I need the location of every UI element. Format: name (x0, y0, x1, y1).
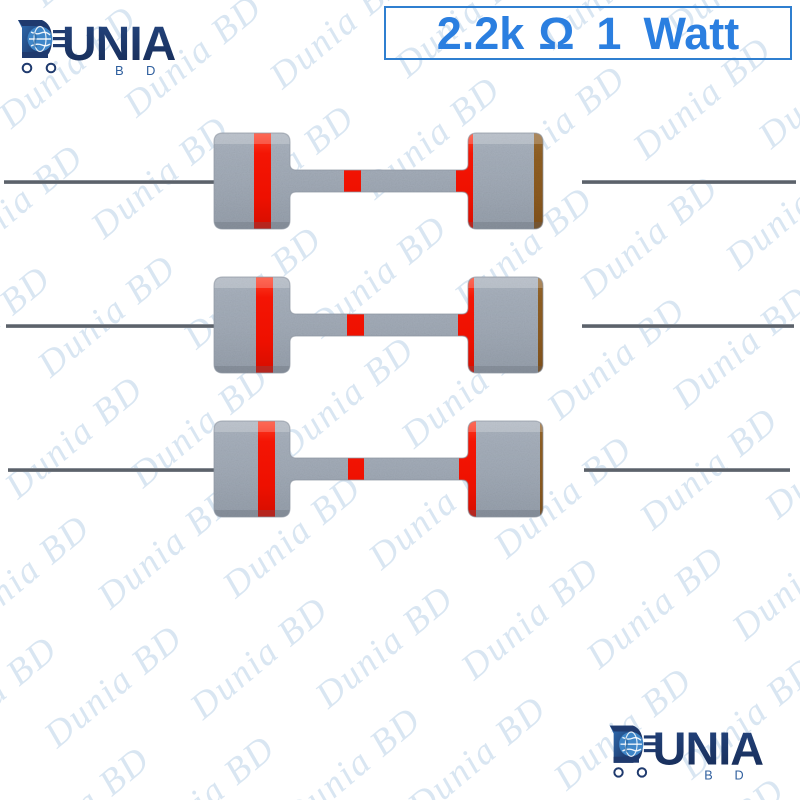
brand-logo-bottom: UNIA B D (609, 723, 764, 782)
logo-wordmark: UNIA (62, 18, 176, 71)
logo-subtext-b: B (115, 63, 124, 78)
spec-badge-text: 2.2k Ω 1 Watt (437, 11, 740, 56)
resistor-lead-right (582, 324, 794, 328)
resistor-lead-right (584, 468, 790, 472)
resistor-lead-left (6, 324, 216, 328)
logo-subtext-b: B (704, 768, 712, 782)
spec-power-unit: Watt (643, 7, 740, 59)
resistor-item-2 (6, 276, 794, 374)
resistor-item-3 (8, 420, 790, 518)
resistor-band-1 (254, 133, 271, 229)
resistor-band-1 (258, 421, 275, 517)
brand-logo-top: UNIA B D (18, 18, 177, 78)
logo-subtext-d: D (735, 768, 744, 782)
globe-icon (619, 731, 644, 757)
motion-lines-icon (53, 30, 67, 48)
resistor-band-2 (347, 277, 364, 373)
resistor-band-2 (348, 421, 364, 517)
logo-wordmark: UNIA (653, 723, 764, 775)
motion-lines-icon (643, 735, 658, 753)
spec-ohm-symbol: Ω (538, 7, 575, 59)
resistor-lead-left (8, 468, 216, 472)
resistor-band-2 (344, 133, 361, 229)
globe-icon (27, 25, 53, 53)
resistor-band-1 (256, 277, 273, 373)
spec-power-value: 1 (596, 7, 622, 59)
logo-subtext-d: D (146, 63, 155, 78)
spec-resistance-value: 2.2k (436, 7, 525, 59)
resistor-lead-left (4, 180, 216, 184)
resistor-item-1 (4, 132, 796, 230)
spec-badge: 2.2k Ω 1 Watt (384, 6, 792, 60)
resistor-lead-right (582, 180, 796, 184)
